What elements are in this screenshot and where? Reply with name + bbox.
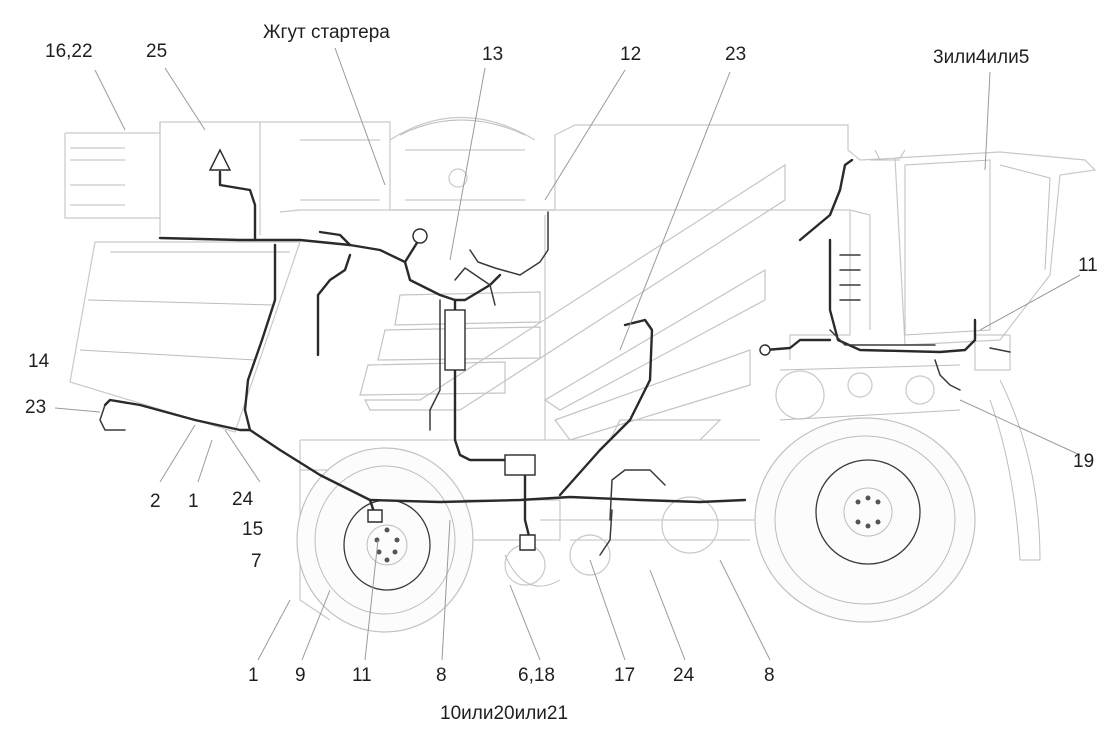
label-6-18: 6,18	[518, 665, 555, 686]
label-8-right: 8	[764, 665, 775, 686]
label-13: 13	[482, 44, 503, 65]
label-9: 9	[295, 665, 306, 686]
label-23-left: 23	[25, 397, 46, 418]
label-24-bottom: 24	[673, 665, 695, 686]
callout-labels: Жгут стартера 16,22 25 13 12 23 3или4или…	[25, 22, 1098, 724]
label-10-20-21: 10или20или21	[440, 703, 568, 724]
front-wheel	[296, 447, 474, 633]
rear-wheel	[754, 417, 976, 623]
label-16-22: 16,22	[45, 41, 93, 62]
label-11-bottom: 11	[352, 665, 372, 686]
label-1-bottom: 1	[248, 665, 259, 686]
label-17: 17	[614, 665, 635, 686]
label-harness-starter: Жгут стартера	[263, 22, 390, 43]
label-15: 15	[242, 519, 263, 540]
label-14: 14	[28, 351, 50, 372]
label-11-right: 11	[1078, 255, 1098, 276]
leader-lines	[54, 47, 1081, 661]
label-25: 25	[146, 41, 167, 62]
label-12: 12	[620, 44, 641, 65]
label-19: 19	[1073, 451, 1094, 472]
label-3-4-5: 3или4или5	[933, 47, 1029, 68]
side-logo-stripes	[359, 163, 786, 441]
label-8-left: 8	[436, 665, 447, 686]
label-2: 2	[150, 491, 161, 512]
wiring-harness	[99, 148, 1011, 556]
label-23-top: 23	[725, 44, 746, 65]
label-7: 7	[251, 551, 262, 572]
label-1-mid: 1	[188, 491, 199, 512]
label-24-mid: 24	[232, 489, 254, 510]
